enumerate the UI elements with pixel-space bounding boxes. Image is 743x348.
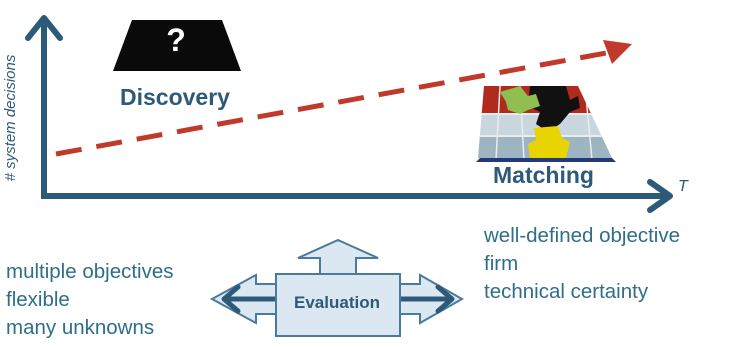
matching-label: Matching: [493, 162, 594, 188]
y-axis-arrowhead: [25, 15, 63, 41]
trend-arrow: [55, 40, 632, 157]
list-item: well-defined objective: [484, 224, 681, 247]
x-axis-arrowhead: [647, 179, 673, 213]
list-item: multiple objectives: [6, 260, 174, 283]
list-item: firm: [484, 252, 519, 275]
y-axis-label: # system decisions: [2, 54, 19, 182]
puzzle-pieces-icon: [476, 86, 616, 162]
discovery-label: Discovery: [120, 84, 230, 110]
evaluation-label: Evaluation: [294, 293, 380, 312]
right-characteristics-list: well-defined objective firm technical ce…: [484, 222, 680, 306]
list-item: many unknowns: [6, 316, 155, 339]
x-axis-label: T: [678, 178, 688, 195]
question-mark: ?: [166, 22, 186, 58]
list-item: flexible: [6, 288, 70, 311]
evaluation-arrow: [209, 238, 465, 337]
left-characteristics-list: multiple objectives flexible many unknow…: [6, 258, 174, 342]
question-box-icon: [113, 20, 241, 71]
axes: [25, 15, 673, 213]
list-item: technical certainty: [484, 280, 649, 303]
